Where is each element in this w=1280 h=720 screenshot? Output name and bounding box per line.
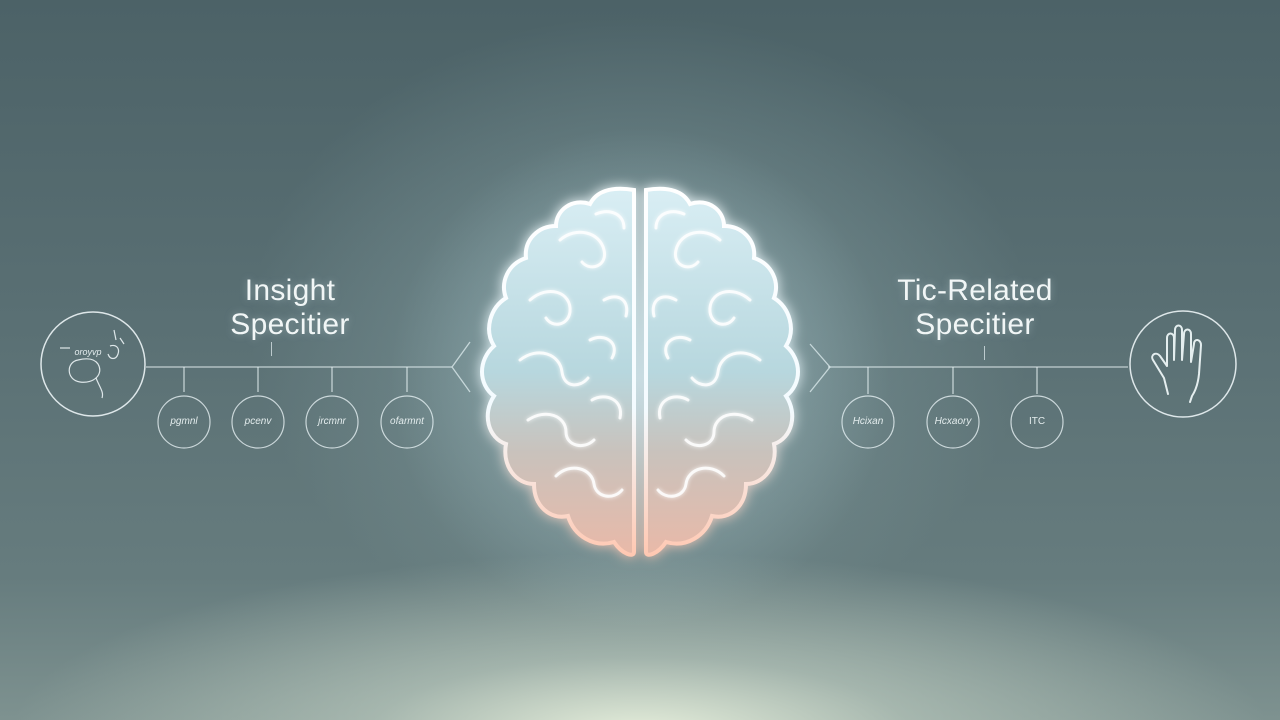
- thought-bubble-icon: [40, 311, 146, 417]
- left-node-3[interactable]: [305, 395, 359, 449]
- tic-related-specifier-heading: Tic-Related Specitier: [860, 274, 1090, 342]
- left-heading-tick: [271, 342, 272, 356]
- left-node-4-label: ofarmnt: [390, 416, 424, 427]
- right-node-2[interactable]: [926, 395, 980, 449]
- left-node-1[interactable]: [157, 395, 211, 449]
- left-heading-line1: Insight: [244, 274, 336, 307]
- right-heading-line1: Tic-Related: [897, 274, 1053, 307]
- thought-bubble-label: oroyvp: [74, 347, 102, 357]
- brain-icon: [390, 128, 890, 628]
- left-node-2-label: pcenv: [244, 416, 272, 427]
- insight-specifier-heading: Insight Specitier: [190, 274, 390, 342]
- right-node-3-label: ITC: [1028, 416, 1046, 427]
- right-heading-line2: Specitier: [915, 308, 1035, 341]
- left-node-2[interactable]: [231, 395, 285, 449]
- right-node-2-label: Hcxaory: [934, 416, 972, 427]
- left-node-3-label: jrcmnr: [318, 416, 346, 427]
- right-heading-tick: [984, 346, 985, 360]
- left-heading-line2: Specitier: [230, 308, 350, 341]
- right-node-1-label: Hcixan: [852, 416, 884, 427]
- right-node-3[interactable]: [1010, 395, 1064, 449]
- raised-hand-icon: [1129, 310, 1237, 418]
- left-node-1-label: pgmnl: [170, 416, 198, 427]
